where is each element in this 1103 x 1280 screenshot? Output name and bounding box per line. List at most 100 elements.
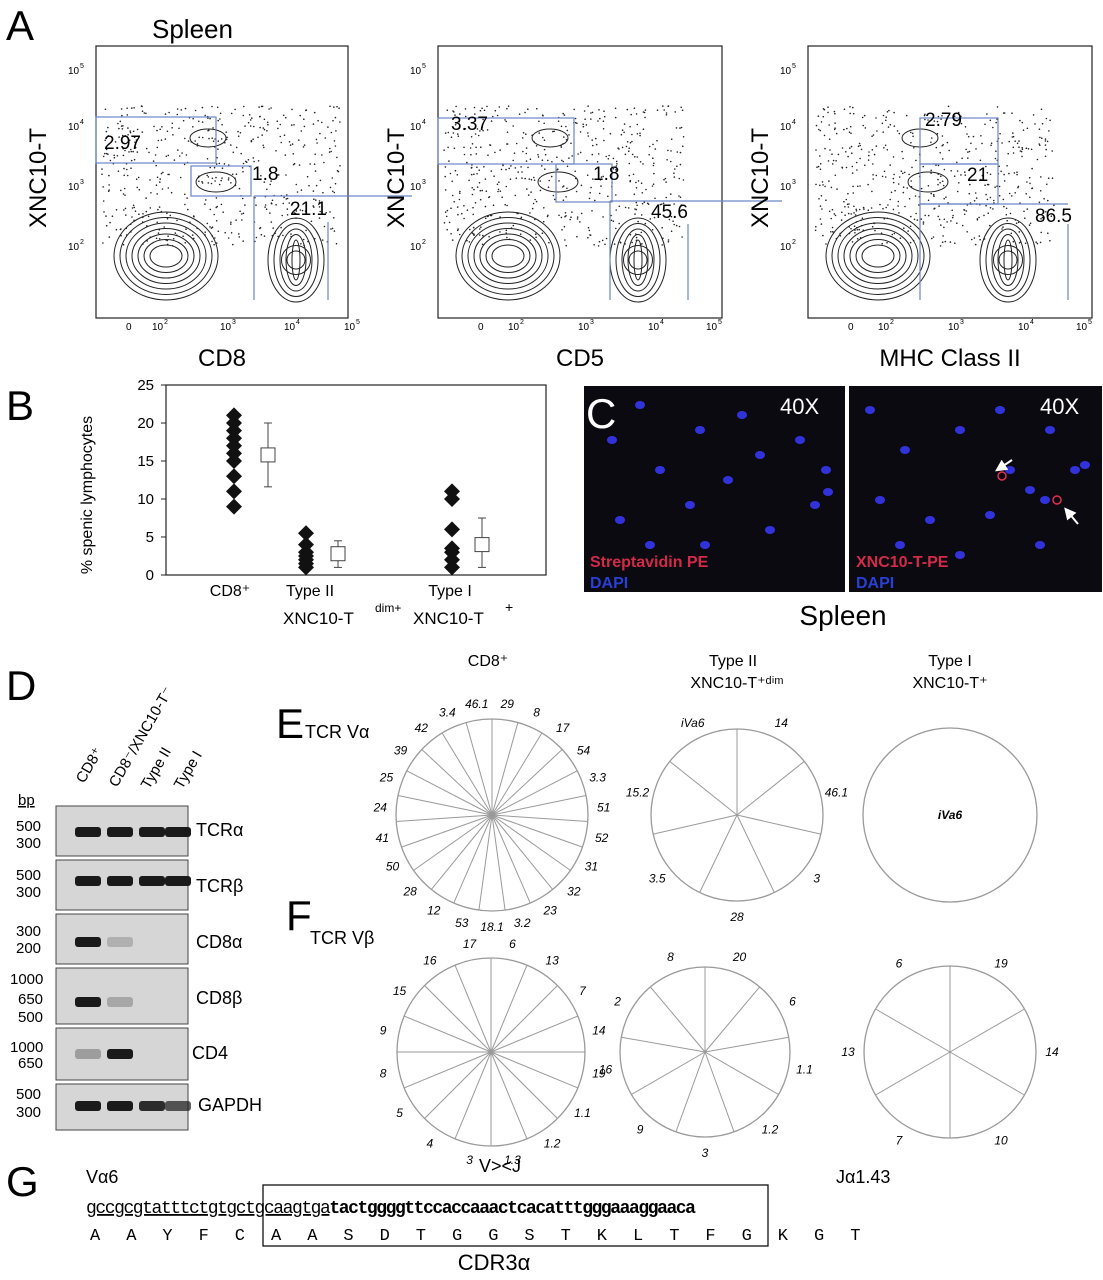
amino-acid: S: [524, 1227, 534, 1246]
event-dot: [156, 221, 158, 224]
amino-acid: G: [742, 1227, 752, 1246]
event-dot: [620, 133, 623, 136]
event-dot: [563, 225, 566, 228]
slice-line: [454, 964, 492, 1053]
marker-label: 500: [16, 1086, 41, 1103]
event-dot: [645, 188, 647, 191]
contour-line: [633, 239, 643, 281]
event-dot: [560, 146, 563, 148]
event-dot: [105, 224, 108, 227]
contour-line: [831, 217, 925, 295]
event-dot: [114, 141, 117, 143]
event-dot: [480, 226, 482, 228]
event-dot: [819, 163, 822, 165]
nucleus: [765, 526, 775, 534]
event-dot: [871, 190, 873, 193]
event-dot: [565, 196, 567, 198]
event-dot: [649, 218, 652, 220]
event-dot: [563, 136, 565, 138]
dapi-nuclei: [607, 401, 1090, 559]
event-dot: [266, 130, 268, 132]
event-dot: [266, 121, 269, 124]
event-dot: [505, 168, 507, 171]
event-dot: [258, 106, 260, 108]
event-dot: [543, 207, 545, 209]
event-dot: [985, 193, 987, 196]
event-dot: [459, 190, 461, 193]
event-dot: [637, 180, 640, 182]
panel-f-title: TCR Vβ: [310, 928, 374, 948]
event-dot: [530, 178, 533, 181]
event-dot: [597, 120, 599, 122]
event-dot: [861, 116, 864, 119]
event-dot: [1013, 172, 1016, 174]
event-dot: [293, 124, 295, 126]
event-dot: [192, 117, 194, 120]
event-dot: [1017, 185, 1020, 188]
slice-label: 23: [543, 904, 558, 918]
x-tick-label: 10: [1076, 322, 1088, 333]
event-dot: [996, 106, 999, 108]
event-dot: [881, 242, 883, 245]
event-dot: [298, 164, 301, 166]
event-dot: [992, 208, 994, 210]
event-dot: [905, 114, 908, 117]
slice-label: 1.1: [796, 1063, 813, 1077]
event-dot: [282, 202, 285, 205]
event-dot: [481, 107, 483, 110]
event-dot: [888, 109, 890, 112]
event-dot: [261, 134, 264, 136]
event-dot: [589, 191, 591, 194]
contour-line: [125, 222, 207, 290]
event-dot: [815, 149, 817, 151]
event-dot: [191, 234, 194, 236]
event-dot: [145, 197, 147, 199]
event-dot: [897, 183, 900, 185]
event-dot: [507, 105, 510, 107]
event-dot: [116, 155, 119, 157]
event-dot: [471, 193, 474, 196]
event-dot: [1046, 183, 1048, 186]
flow-plot-ylabel: XNC10-T: [747, 128, 774, 228]
event-dot: [1022, 129, 1025, 131]
event-dot: [908, 173, 910, 176]
contour-line: [907, 171, 949, 193]
x-tick-exp: 4: [660, 319, 664, 326]
event-dot: [615, 227, 617, 230]
contour-line: [189, 128, 227, 148]
event-dot: [831, 163, 834, 165]
event-dot: [822, 115, 825, 118]
nucleus: [925, 516, 935, 524]
event-dot: [964, 126, 967, 128]
slice-line: [491, 814, 553, 890]
event-dot: [156, 146, 159, 149]
event-dot: [629, 180, 631, 183]
event-dot: [856, 169, 858, 171]
event-dot: [292, 153, 295, 155]
x-tick-label: 10: [948, 322, 960, 333]
event-dot: [1018, 140, 1020, 142]
event-dot: [664, 177, 667, 180]
event-dot: [268, 108, 270, 110]
event-dot: [941, 158, 944, 160]
event-dot: [481, 189, 484, 192]
event-dot: [653, 172, 655, 175]
event-dot: [314, 153, 317, 155]
event-dot: [624, 206, 627, 209]
amino-acid: K: [597, 1227, 608, 1246]
event-dot: [1021, 155, 1023, 158]
event-dot: [519, 233, 522, 235]
event-dot: [1038, 201, 1041, 204]
event-dot: [543, 139, 546, 141]
event-dot: [521, 137, 524, 139]
event-dot: [155, 164, 157, 167]
contour-line: [849, 233, 907, 279]
contour-line: [455, 211, 561, 301]
event-dot: [846, 127, 848, 130]
event-dot: [1016, 171, 1018, 173]
event-dot: [238, 233, 240, 235]
event-dot: [558, 214, 560, 217]
event-dot: [336, 156, 338, 159]
event-dot: [670, 230, 673, 232]
